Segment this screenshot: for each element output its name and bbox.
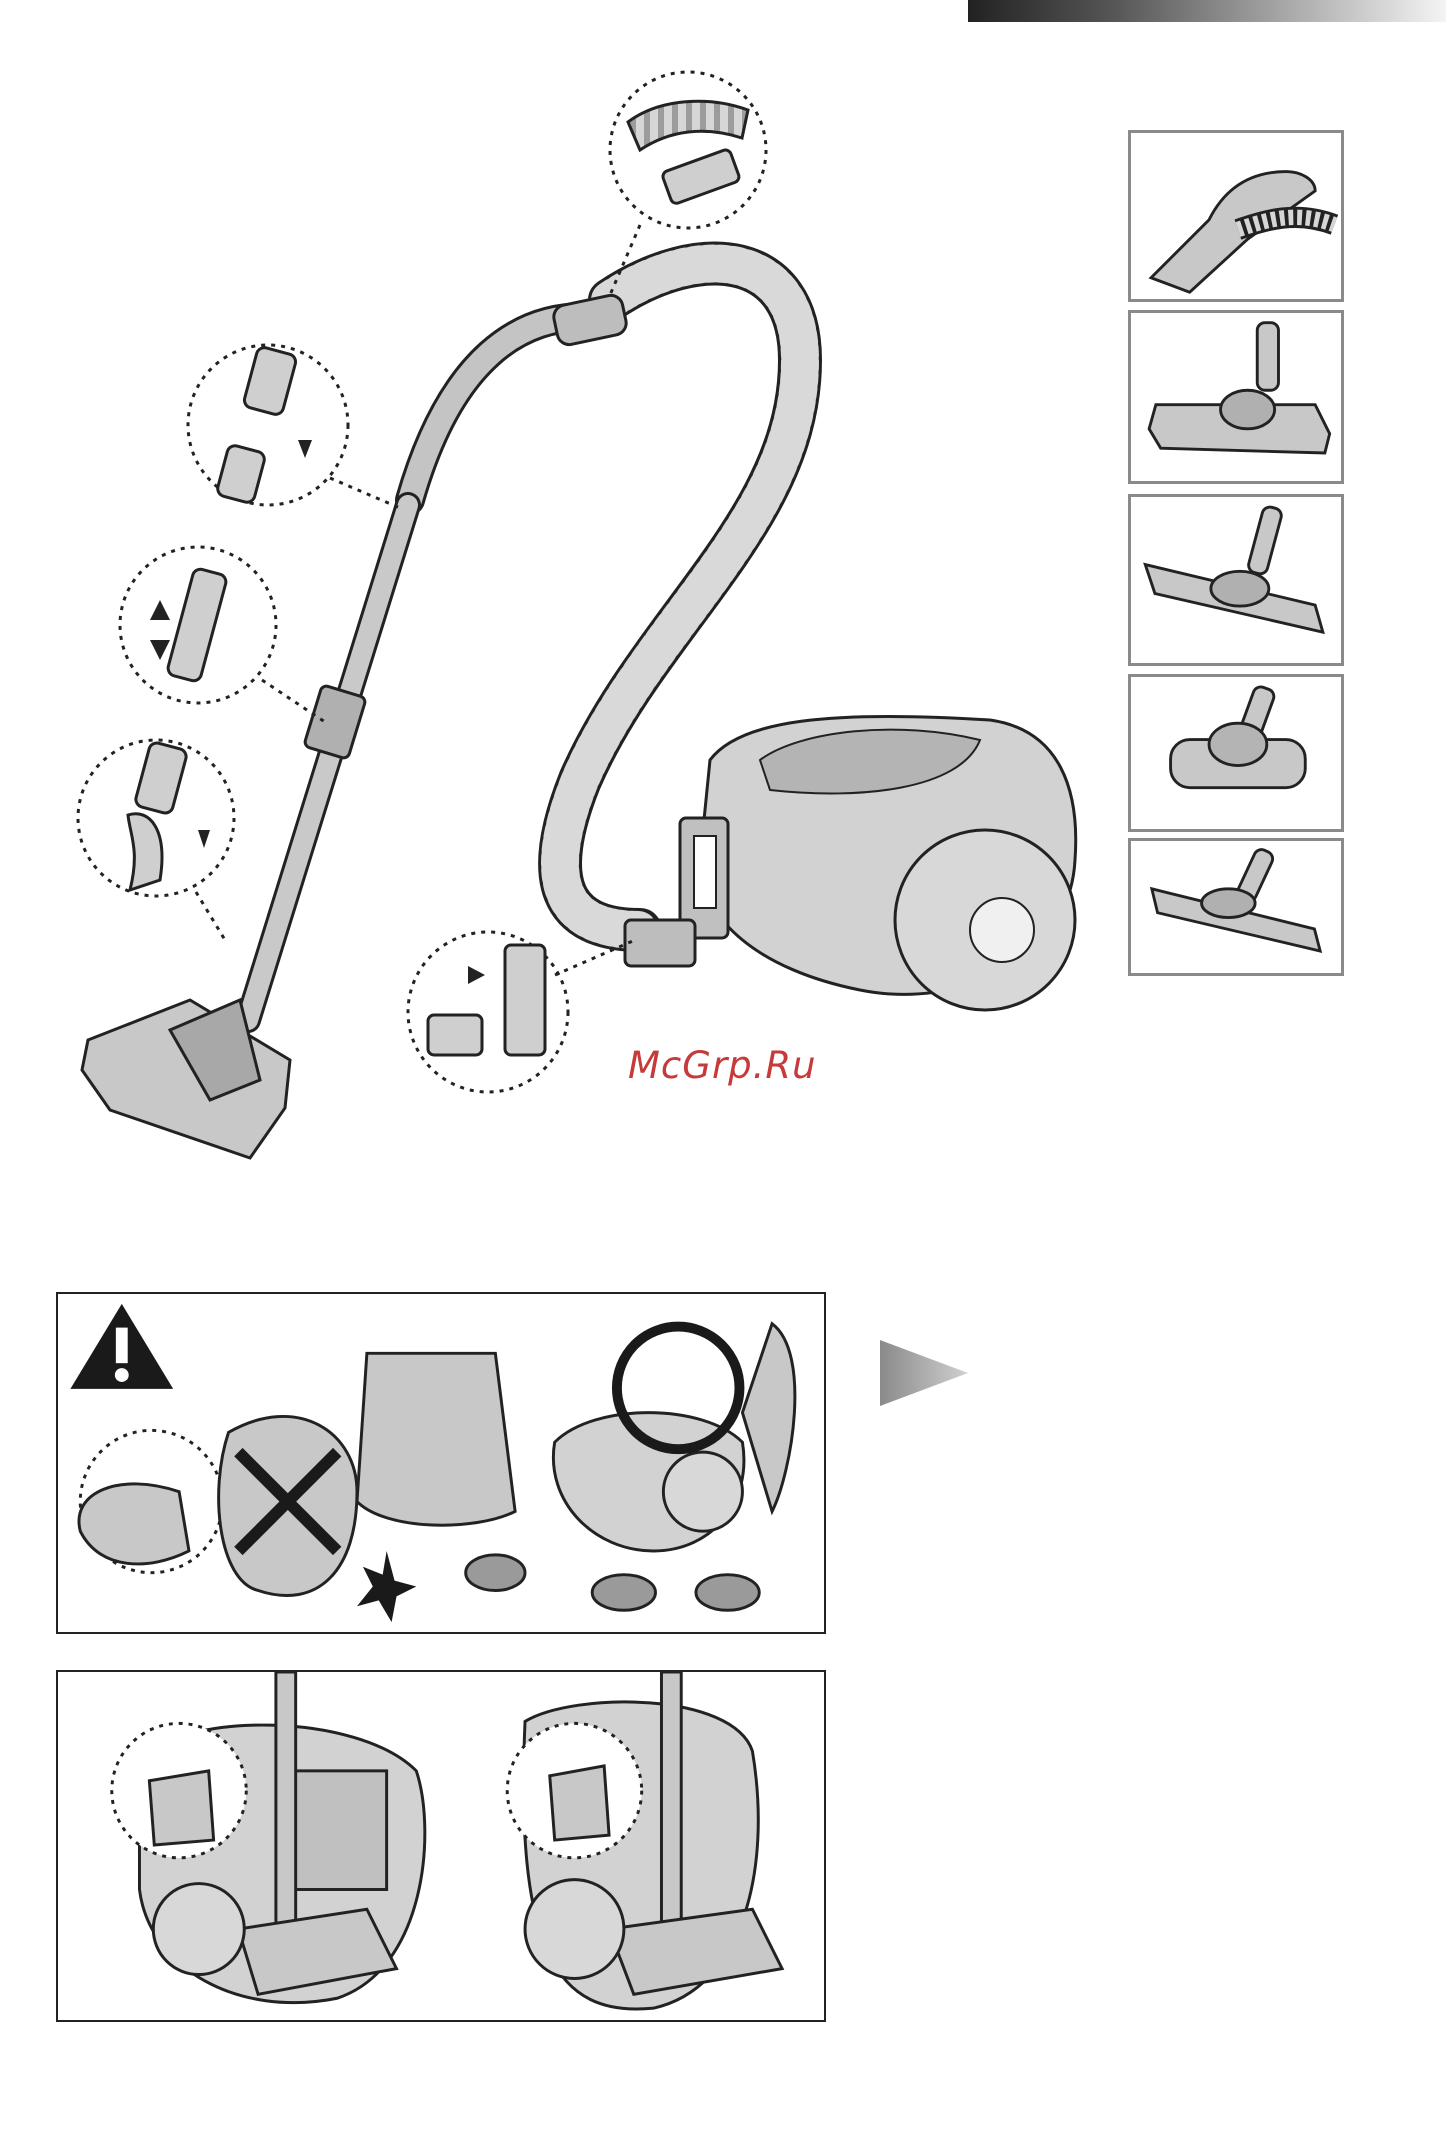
floor-brush-icon [1131, 313, 1341, 481]
carry-warning-illustration [58, 1294, 824, 1632]
accessory-hose-handle [1128, 130, 1344, 302]
turbo-brush-icon [1131, 677, 1341, 829]
warning-icon [70, 1304, 173, 1389]
accessory-turbo-brush [1128, 674, 1344, 832]
wide-brush-icon [1131, 841, 1341, 973]
accessory-parquet-brush [1128, 494, 1344, 666]
parquet-brush-icon [1131, 497, 1341, 663]
next-arrow-icon [878, 1338, 970, 1408]
storage-illustration [58, 1672, 824, 2020]
hose-handle-icon [1131, 133, 1341, 299]
watermark-text: McGrp.Ru [628, 1044, 817, 1087]
storage-panel [56, 1670, 826, 2022]
accessory-floor-brush-wide [1128, 838, 1344, 976]
accessory-floor-brush-combination [1128, 310, 1344, 484]
warning-carry-panel [56, 1292, 826, 1634]
